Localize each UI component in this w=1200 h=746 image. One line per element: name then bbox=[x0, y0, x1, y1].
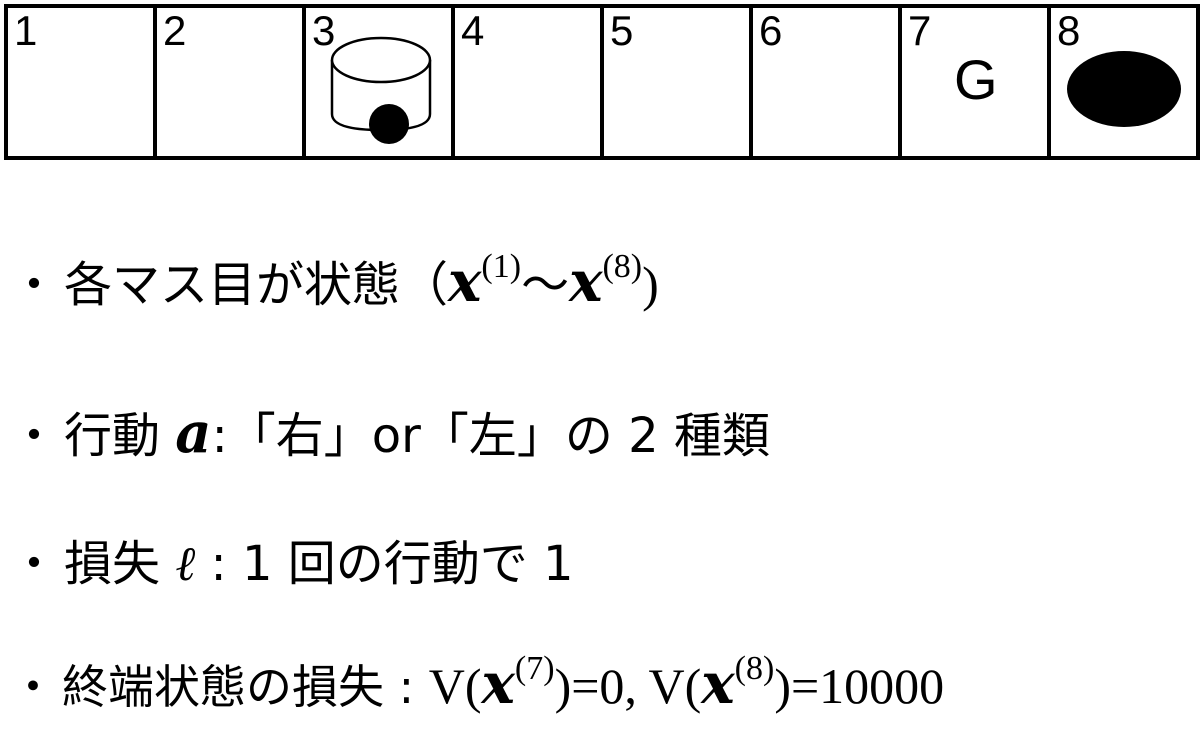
loss-variable: ℓ bbox=[175, 536, 196, 592]
cell-number: 1 bbox=[14, 7, 38, 54]
terminal-text: 終端状態の損失 : bbox=[62, 660, 429, 714]
bullet-actions: ・行動 a:「右」or「左」の 2 種類 bbox=[10, 405, 770, 461]
bullet-loss: ・損失 ℓ : 1 回の行動で 1 bbox=[10, 540, 574, 588]
actions-text-2: :「右」or「左」の 2 種類 bbox=[211, 408, 770, 464]
cell-number: 8 bbox=[1057, 7, 1081, 54]
superscript-8: (8) bbox=[734, 650, 775, 687]
state-variable: x bbox=[448, 249, 482, 315]
closing-paren: ) bbox=[642, 256, 659, 312]
state-superscript-end: (8) bbox=[602, 248, 643, 285]
value-function-open-2: V( bbox=[648, 658, 702, 714]
value-function-close-2: )=10000 bbox=[774, 658, 945, 714]
cell-number: 5 bbox=[610, 7, 634, 54]
cell-number: 2 bbox=[163, 7, 187, 54]
bullet-dot: ・ bbox=[10, 257, 59, 313]
cell-number: 6 bbox=[759, 7, 783, 54]
state-cell-2: 2 bbox=[157, 8, 306, 156]
bullet-dot: ・ bbox=[10, 536, 59, 592]
state-variable: x bbox=[569, 249, 603, 315]
loss-text-1: 損失 bbox=[64, 536, 176, 592]
bullet-dot: ・ bbox=[10, 408, 59, 464]
cell-number: 7 bbox=[908, 7, 932, 54]
value-function-close-1: )=0, bbox=[554, 658, 649, 714]
state-variable: x bbox=[481, 651, 515, 717]
bullet-states: ・各マス目が状態（x(1)～x(8)) bbox=[10, 248, 659, 313]
superscript-7: (7) bbox=[514, 650, 555, 687]
states-text: 各マス目が状態（ bbox=[64, 257, 449, 313]
cell-number: 3 bbox=[312, 7, 336, 54]
cell-number: 4 bbox=[461, 7, 485, 54]
state-cell-8: 8 bbox=[1051, 8, 1196, 156]
state-grid: 1 2 3 4 5 6 7 G 8 bbox=[4, 4, 1200, 160]
action-variable: a bbox=[175, 400, 212, 466]
goal-label: G bbox=[954, 48, 998, 111]
loss-text-2: : 1 回の行動で 1 bbox=[195, 536, 574, 592]
tilde: ～ bbox=[521, 257, 570, 313]
state-cell-4: 4 bbox=[455, 8, 604, 156]
state-cell-6: 6 bbox=[753, 8, 902, 156]
actions-text-1: 行動 bbox=[64, 408, 176, 464]
state-cell-1: 1 bbox=[8, 8, 157, 156]
state-cell-3: 3 bbox=[306, 8, 455, 156]
value-function-open: V( bbox=[428, 658, 482, 714]
hole-icon bbox=[1067, 51, 1181, 127]
state-variable: x bbox=[701, 651, 735, 717]
bullet-dot: ・ bbox=[10, 660, 56, 714]
state-cell-5: 5 bbox=[604, 8, 753, 156]
robot-icon bbox=[330, 36, 432, 144]
state-cell-7: 7 G bbox=[902, 8, 1051, 156]
bullet-terminal-loss: ・終端状態の損失 : V(x(7))=0, V(x(8))=10000 bbox=[10, 650, 945, 714]
state-superscript-start: (1) bbox=[481, 248, 522, 285]
